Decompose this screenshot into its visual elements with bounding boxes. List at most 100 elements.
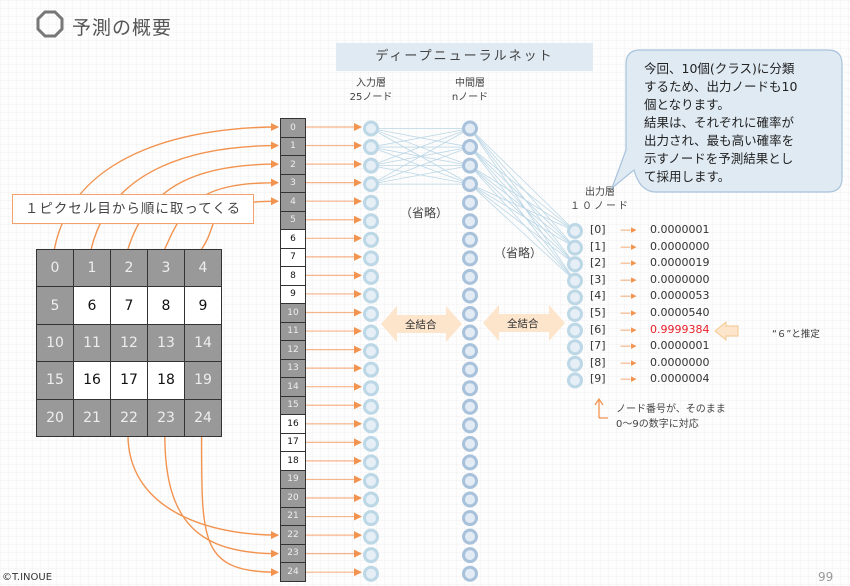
output-row: [0]—▸0.0000001 <box>590 222 710 239</box>
output-value: 0.0000540 <box>650 305 710 319</box>
pixel-cell: 6 <box>74 287 110 324</box>
note-arrow-icon <box>594 397 608 419</box>
pixel-cell: 14 <box>185 324 221 362</box>
page-title: 予測の概要 <box>72 17 173 39</box>
output-value-highlight: 0.9999384 <box>650 322 710 336</box>
input-node <box>363 157 379 174</box>
curved-arrow <box>53 123 279 250</box>
pixel-order-label: １ピクセル目から順に取ってくる <box>12 194 254 224</box>
output-layer-label: 出力層 １０ノード <box>560 186 640 214</box>
input-node <box>363 417 379 434</box>
input-node <box>363 213 379 230</box>
hidden-node <box>462 361 478 378</box>
hidden-node <box>462 528 478 545</box>
output-row: [3]—▸0.0000000 <box>590 272 710 289</box>
column-cell: 15 <box>281 396 305 414</box>
output-index: [2] <box>590 256 606 270</box>
hidden-node <box>462 435 478 452</box>
connection-line <box>469 183 576 265</box>
connection-line <box>469 146 576 282</box>
output-row: [1]—▸0.0000000 <box>590 239 710 256</box>
output-index: [4] <box>590 289 606 303</box>
output-node <box>567 372 583 389</box>
octagon-icon <box>36 10 64 38</box>
hidden-node <box>462 176 478 193</box>
column-cell: 17 <box>281 433 305 451</box>
input-node <box>363 268 379 285</box>
hidden-node <box>462 547 478 564</box>
input-node <box>363 398 379 415</box>
arrow-right-icon: —▸ <box>620 289 637 303</box>
output-row: [9]—▸0.0000004 <box>590 371 710 388</box>
hidden-node <box>462 417 478 434</box>
fc-arrow-left <box>381 306 462 342</box>
node-number-note: ノード番号が、そのまま 0～9の数字に対応 <box>616 402 726 432</box>
input-node <box>363 435 379 452</box>
hidden-node <box>462 139 478 156</box>
output-value: 0.0000004 <box>650 372 710 386</box>
output-index: [5] <box>590 305 606 319</box>
input-layer-name: 入力層 <box>356 78 386 89</box>
output-index: [7] <box>590 339 606 353</box>
input-node <box>363 491 379 508</box>
explanation-line: 結果は、それぞれに確率が <box>644 115 795 130</box>
pixel-cell: 21 <box>74 399 110 436</box>
output-index: [9] <box>590 372 606 386</box>
hidden-node <box>462 398 478 415</box>
input-node <box>363 547 379 564</box>
pixel-cell: 4 <box>185 250 221 287</box>
column-cell: 22 <box>281 526 305 544</box>
input-node <box>363 120 379 137</box>
arrow-right-icon: —▸ <box>620 305 637 319</box>
column-cell: 5 <box>281 211 305 229</box>
output-row: [8]—▸0.0000000 <box>590 355 710 372</box>
hidden-node <box>462 157 478 174</box>
input-node <box>363 324 379 341</box>
output-value: 0.0000001 <box>650 339 710 353</box>
column-cell: 0 <box>281 119 305 137</box>
output-node <box>567 355 583 372</box>
hidden-node <box>462 287 478 304</box>
hidden-node <box>462 343 478 360</box>
output-value: 0.0000000 <box>650 239 710 253</box>
estimate-arrow-icon <box>714 320 739 342</box>
connection-line <box>469 128 576 232</box>
column-cell: 14 <box>281 378 305 396</box>
pixel-cell: 11 <box>74 324 110 362</box>
column-cell: 13 <box>281 359 305 377</box>
pixel-cell: 16 <box>74 362 110 399</box>
arrow-right-icon: —▸ <box>620 239 637 253</box>
pixel-cell: 22 <box>111 399 147 436</box>
output-value: 0.0000000 <box>650 272 710 286</box>
hidden-layer-label: 中間層 nノード <box>440 77 500 105</box>
pixel-cell: 10 <box>37 324 73 362</box>
input-node <box>363 343 379 360</box>
hidden-node <box>462 472 478 489</box>
curved-arrow <box>127 160 279 250</box>
note-line: 0～9の数字に対応 <box>616 419 699 430</box>
curved-arrow <box>127 434 279 540</box>
hidden-node <box>462 324 478 341</box>
pixel-cell: 18 <box>148 362 184 399</box>
explanation-line: 個となります。 <box>644 97 730 112</box>
output-node <box>567 223 583 239</box>
pixel-cell: 9 <box>185 287 221 324</box>
arrow-right-icon: —▸ <box>620 256 637 270</box>
column-cell: 24 <box>281 563 305 581</box>
input-node <box>363 231 379 248</box>
hidden-node <box>462 213 478 230</box>
output-layer-name: 出力層 <box>585 187 615 198</box>
column-cell: 4 <box>281 193 305 211</box>
output-node <box>567 339 583 356</box>
omitted-label-1: （省略） <box>400 206 449 220</box>
column-cell: 2 <box>281 156 305 174</box>
note-line: ノード番号が、そのまま <box>616 404 726 415</box>
input-node <box>363 287 379 304</box>
column-cell: 1 <box>281 137 305 155</box>
hidden-node <box>462 231 478 248</box>
input-node <box>363 361 379 378</box>
pixel-cell: 7 <box>111 287 147 324</box>
column-cell: 19 <box>281 470 305 488</box>
